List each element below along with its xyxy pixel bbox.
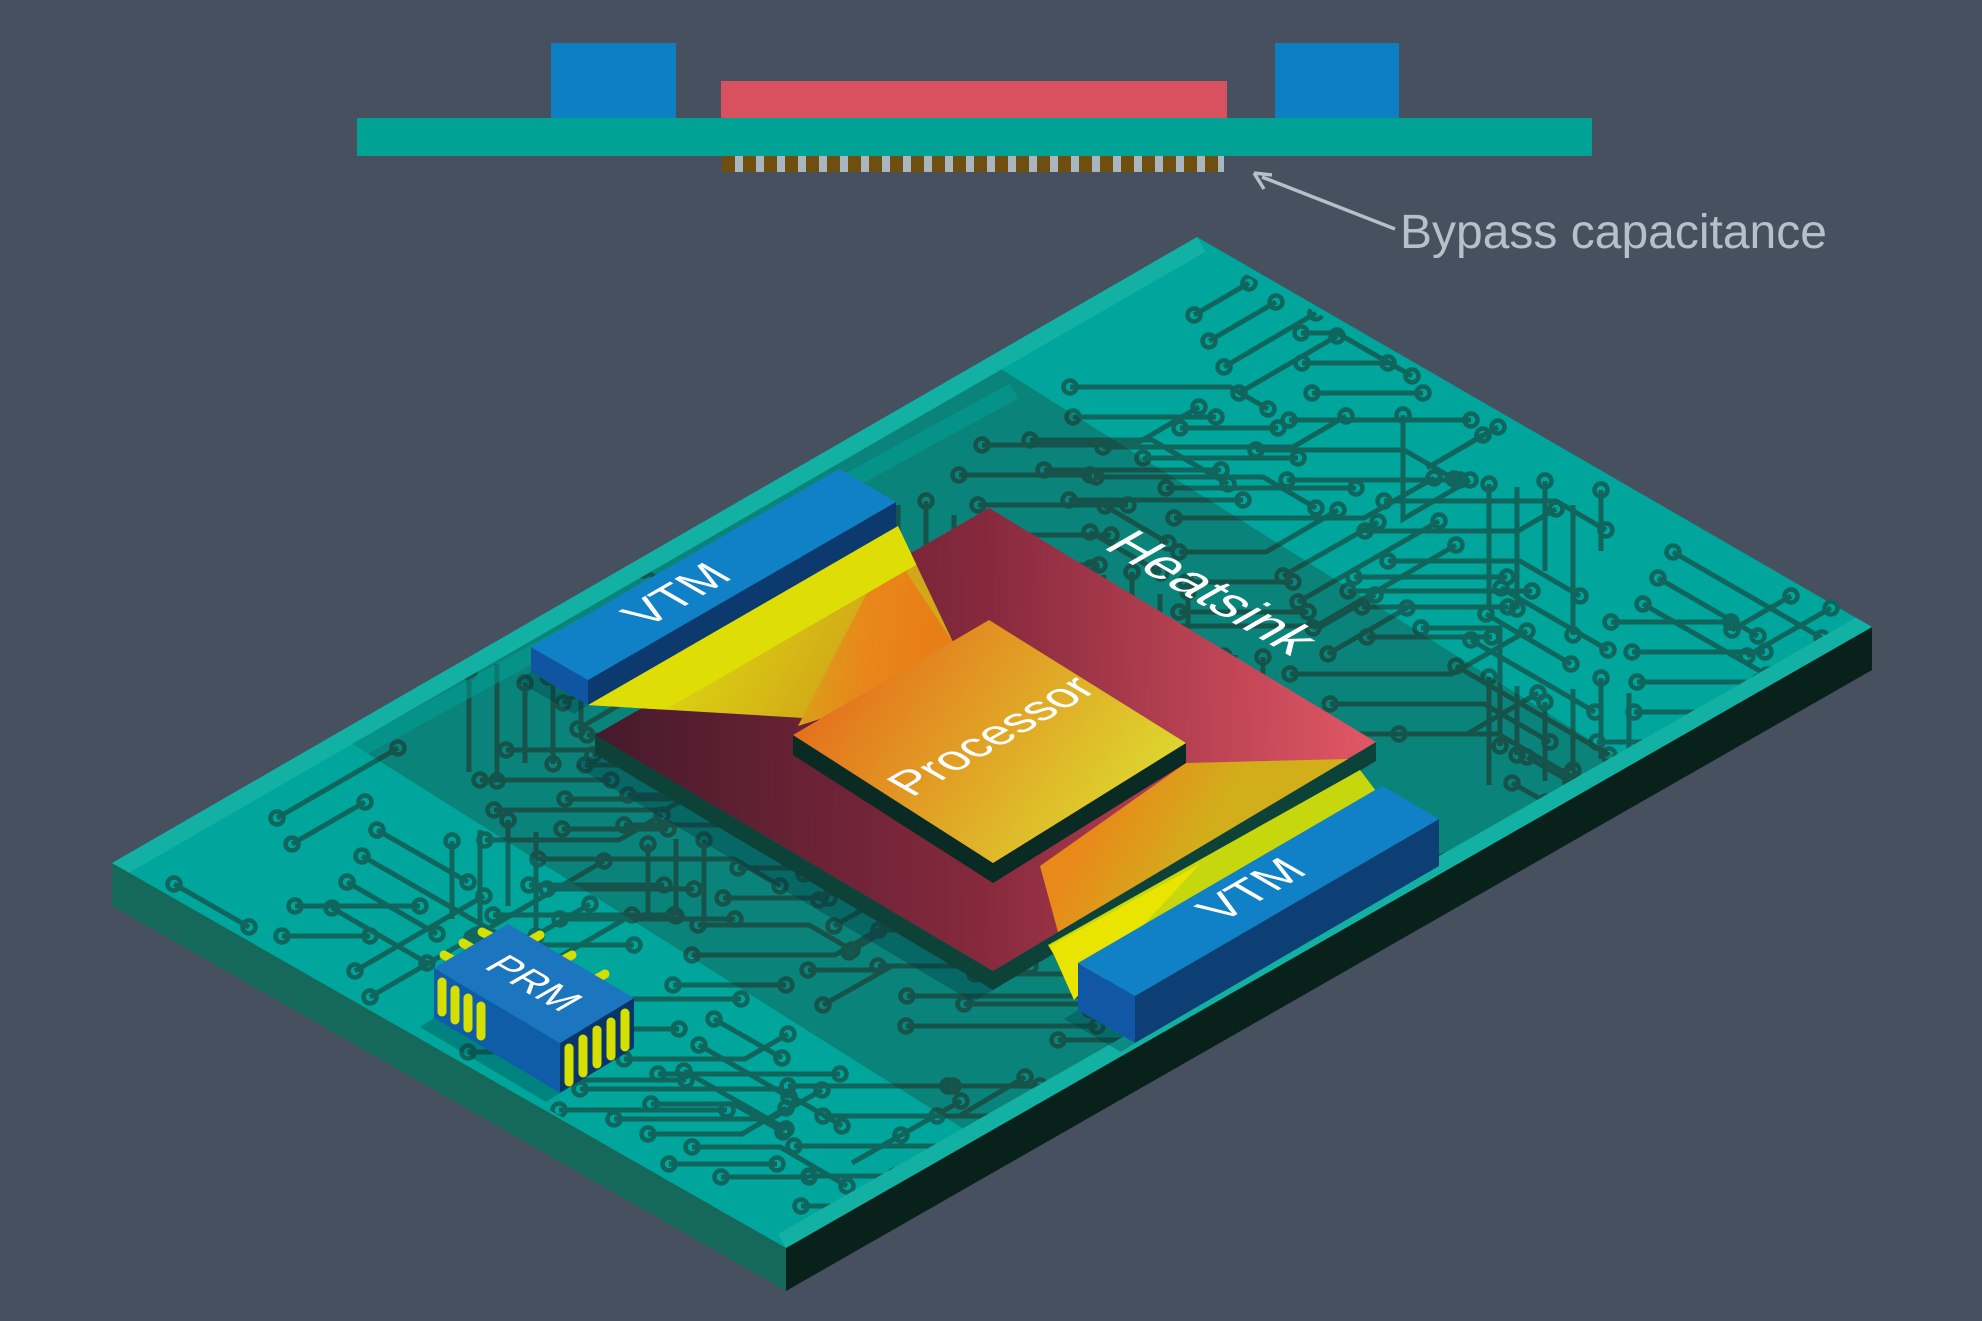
svg-text:Bypass capacitance: Bypass capacitance (1400, 206, 1827, 259)
